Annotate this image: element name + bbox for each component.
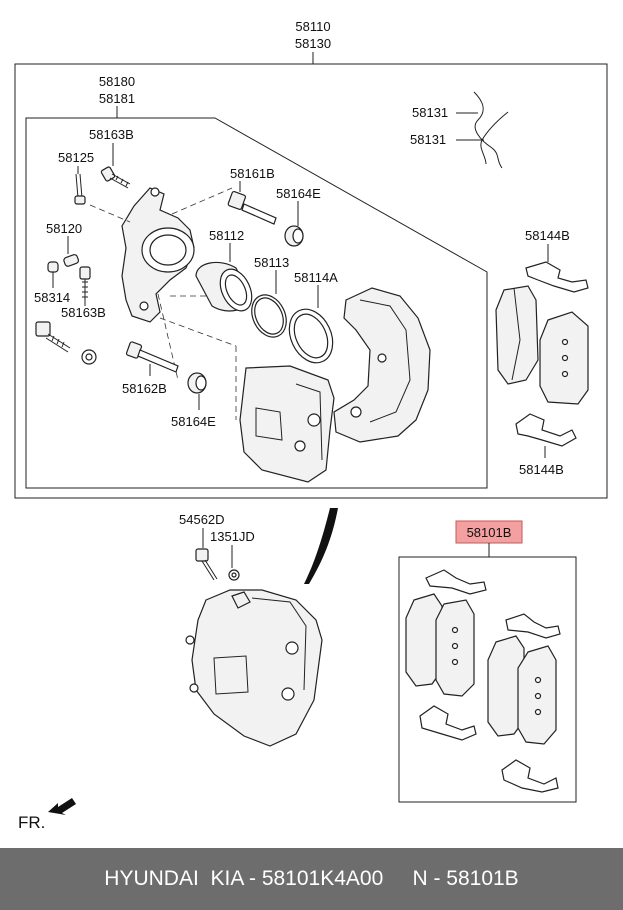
label-boot-top: 58164E (276, 186, 321, 201)
assembly-arrow (304, 508, 338, 584)
label-caliper-a: 58180 (99, 74, 135, 89)
brake-pad-set-upper (495, 285, 589, 405)
label-spring-a: 58131 (412, 105, 448, 120)
washer (228, 569, 240, 581)
guide-pin-upper (227, 190, 277, 225)
label-assembly-b: 58130 (295, 36, 331, 51)
guide-pin-boot-lower (187, 372, 207, 394)
footer-text: HYUNDAI KIA - 58101K4A00 N - 58101B (104, 867, 519, 890)
label-guide-pin-lower: 58162B (122, 381, 167, 396)
mounting-bolt (35, 321, 97, 365)
label-piston: 58112 (209, 228, 244, 243)
label-guide-pin: 58161B (230, 166, 275, 181)
brake-caliper-exploded-diagram: 58110 58130 58180 58181 58131 58131 5816… (14, 19, 608, 832)
guide-pin-boot-upper (284, 225, 304, 247)
pad-clip-upper (525, 261, 589, 293)
label-bleeder: 58125 (58, 150, 94, 165)
label-boot-lower: 58164E (171, 414, 216, 429)
front-indicator-label: FR. (18, 813, 45, 832)
anti-rattle-spring (473, 91, 509, 169)
label-washer: 1351JD (210, 529, 255, 544)
pad-clip-lower (515, 413, 577, 447)
label-caliper-b: 58181 (99, 91, 135, 106)
assembly-frame (14, 63, 608, 499)
piston-boot (288, 308, 334, 364)
caliper-bracket (121, 187, 195, 323)
pad-kit-frame (398, 556, 577, 803)
front-indicator-arrow-icon (48, 798, 76, 815)
part-number-footer: HYUNDAI KIA - 58101K4A00 N - 58101B (0, 848, 623, 910)
guide-pin-lower (125, 341, 179, 373)
bleeder-cap (47, 254, 80, 273)
bleeder-screw (74, 173, 86, 205)
label-spring-b: 58131 (410, 132, 446, 147)
caliper-assembled (185, 589, 323, 747)
label-seal: 58113 (254, 255, 289, 270)
piston-seal (251, 294, 287, 338)
label-bolt-mid: 58163B (61, 305, 106, 320)
label-bolt-top: 58163B (89, 127, 134, 142)
label-cap: 58120 (46, 221, 82, 236)
caliper-bolt-top (100, 166, 131, 189)
piston (195, 261, 253, 312)
pad-kit-contents (405, 569, 561, 793)
label-pad-kit: 58101B (467, 525, 512, 540)
label-bolt-caliper: 54562D (179, 512, 225, 527)
label-clip-top: 58144B (525, 228, 570, 243)
carrier-bracket (333, 287, 431, 443)
label-clip-bottom: 58144B (519, 462, 564, 477)
caliper-frame (25, 117, 488, 489)
caliper-bolt-mid (79, 266, 91, 300)
label-piston-boot: 58114A (294, 270, 338, 285)
label-bleeder-cap: 58314 (34, 290, 70, 305)
label-assembly-a: 58110 (295, 19, 330, 34)
caliper-bolt-lower (195, 548, 218, 581)
caliper-housing (239, 365, 335, 483)
